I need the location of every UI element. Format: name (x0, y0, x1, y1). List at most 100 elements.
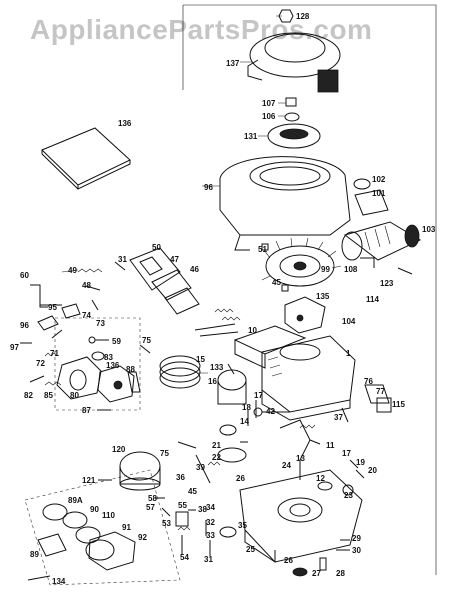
part-83-seal (91, 351, 105, 361)
label-133: 133 (210, 363, 224, 372)
part-27-28-plug (319, 557, 327, 571)
label-95: 95 (48, 303, 57, 312)
part-137-recoil-starter (247, 32, 341, 93)
part-53-bracket (175, 511, 189, 527)
part-23-seal (342, 484, 354, 496)
label-106: 106 (262, 112, 276, 121)
label-30: 30 (352, 546, 361, 555)
label-74: 74 (82, 311, 91, 320)
label-38: 38 (198, 505, 207, 514)
part-136-carburetor-assembly (97, 365, 135, 403)
label-14: 14 (240, 417, 249, 426)
part-115-plate (376, 397, 392, 413)
label-101: 101 (372, 189, 386, 198)
label-89: 89 (30, 550, 39, 559)
part-10-cylinder-head (233, 325, 307, 369)
part-134-screw (27, 575, 51, 581)
part-90-filter (62, 511, 88, 529)
label-123: 123 (380, 279, 394, 288)
part-106-washer (284, 112, 300, 122)
label-19: 19 (356, 458, 365, 467)
label-35: 35 (238, 521, 247, 530)
label-88: 88 (126, 365, 135, 374)
part-89-air-cleaner-assembly (37, 533, 67, 557)
part-48-screw (85, 285, 101, 291)
label-20: 20 (368, 466, 377, 475)
label-1: 1 (346, 349, 351, 358)
label-103: 103 (422, 225, 436, 234)
part-110-filter-screen (75, 526, 101, 544)
label-85: 85 (44, 391, 53, 400)
part-13-crankshaft (279, 419, 316, 480)
label-97: 97 (10, 343, 19, 352)
watermark-text: AppliancePartsPros.com (30, 14, 373, 45)
part-37-screw (341, 407, 349, 423)
label-12: 12 (316, 474, 325, 483)
label-36: 36 (176, 473, 185, 482)
label-60: 60 (20, 271, 29, 280)
part-123-screw (397, 267, 413, 275)
label-42: 42 (266, 407, 275, 416)
part-22-gear (219, 424, 237, 436)
part-92-air-cleaner (88, 531, 136, 571)
label-49: 49 (68, 266, 77, 275)
label-131: 131 (244, 132, 258, 141)
label-96: 96 (204, 183, 213, 192)
carburetor-group-outline (54, 317, 141, 411)
label-18: 18 (242, 403, 251, 412)
part-102-cap (353, 178, 371, 190)
label-31-lower: 31 (204, 555, 213, 564)
part-85-spring (44, 381, 62, 386)
label-23: 23 (344, 491, 353, 500)
label-128: 128 (296, 12, 310, 21)
part-75-governor (177, 441, 197, 449)
part-49-spring (77, 268, 103, 273)
part-31-screw (114, 261, 126, 271)
part-131-starter-cup (267, 123, 321, 149)
label-83: 83 (104, 353, 113, 362)
part-45-screw-upper (281, 284, 289, 292)
part-73-screw (91, 299, 99, 311)
part-47-gasket (151, 269, 192, 301)
label-115: 115 (392, 400, 405, 409)
label-11: 11 (326, 441, 335, 450)
label-17: 17 (254, 391, 263, 400)
label-135: 135 (316, 292, 330, 301)
part-36-dipstick (195, 454, 211, 484)
label-27: 27 (312, 569, 321, 578)
part-42-connecting-rod (253, 407, 290, 417)
part-26-oil-seal (292, 567, 308, 577)
part-96-blower-housing (219, 156, 351, 251)
label-87: 87 (82, 406, 91, 415)
label-48: 48 (82, 281, 91, 290)
label-46: 46 (190, 265, 199, 274)
label-104: 104 (342, 317, 356, 326)
label-39: 39 (196, 463, 205, 472)
part-108-bracket (360, 257, 375, 268)
leader-lines (61, 15, 286, 374)
part-75-tube (139, 344, 151, 354)
part-26-gear (217, 447, 247, 463)
label-75-gov: 75 (160, 449, 169, 458)
label-37: 37 (334, 413, 343, 422)
label-110: 110 (102, 511, 115, 520)
label-75: 75 (142, 336, 151, 345)
label-24: 24 (282, 461, 291, 470)
part-82-screw (29, 375, 45, 383)
part-59-needle (88, 336, 109, 344)
label-47: 47 (170, 255, 179, 264)
part-107-screw (285, 97, 297, 107)
part-50-intake-plate (129, 247, 181, 291)
label-50: 50 (152, 243, 161, 252)
part-133-pin (227, 363, 235, 375)
label-136: 136 (118, 119, 132, 128)
label-77: 77 (376, 387, 385, 396)
part-35-gear (219, 526, 237, 538)
label-73: 73 (96, 319, 105, 328)
label-26: 26 (236, 474, 245, 483)
label-82: 82 (24, 391, 33, 400)
label-107: 107 (262, 99, 276, 108)
part-1-engine-block (261, 335, 356, 421)
label-96-choke: 96 (20, 321, 29, 330)
